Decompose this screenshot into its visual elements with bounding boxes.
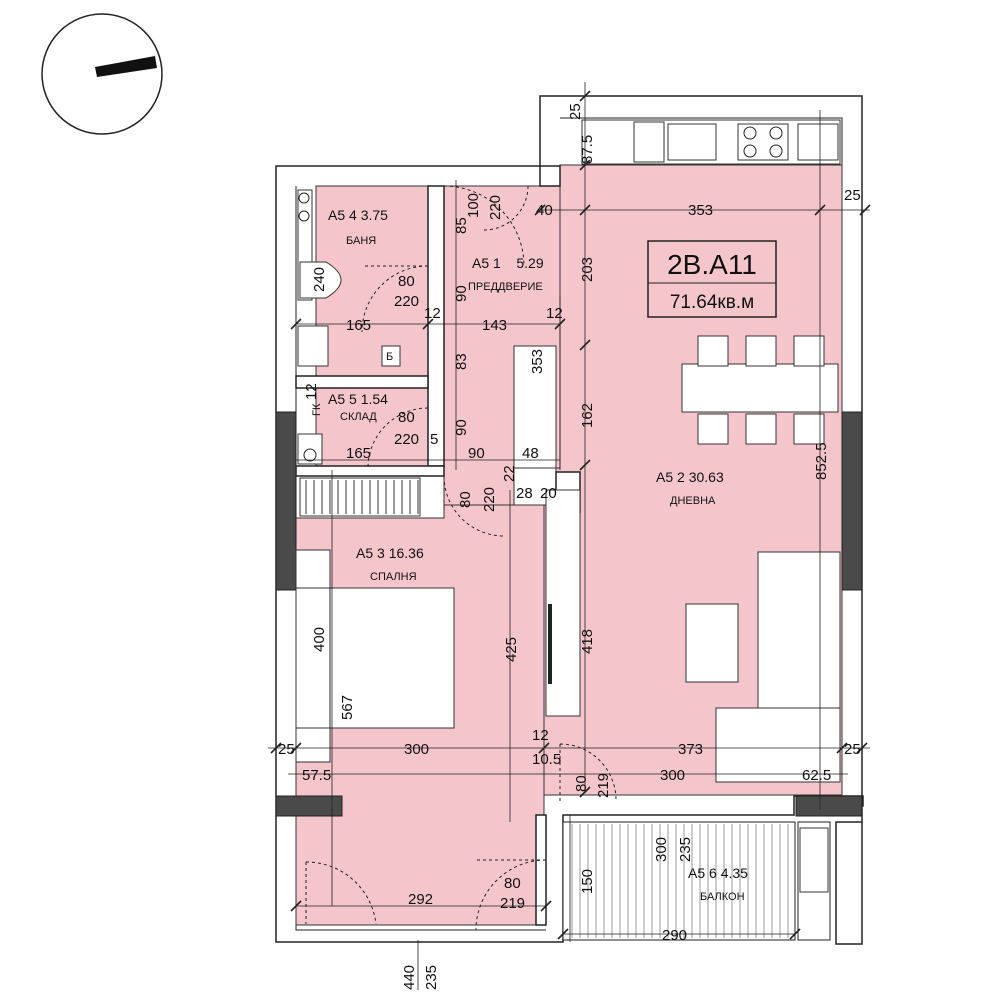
dim-text: 219 [500, 895, 525, 912]
dim-text: 220 [394, 431, 419, 448]
dim-text: 80 [504, 875, 521, 892]
dim-text: 20 [540, 485, 557, 502]
dim-text: 292 [408, 891, 433, 908]
room-label-storage: А5 5 1.54 [328, 391, 388, 407]
storage-area [315, 387, 429, 469]
wardrobe [299, 477, 421, 517]
dim-text: 12 [532, 727, 549, 744]
room-label-bedroom: А5 3 16.36 [356, 545, 424, 561]
bath-fixtures [297, 189, 401, 465]
dimension-texts-vertical: 25 87.5 100 220 85 203 240 90 83 353 162… [303, 103, 830, 990]
dim-text: 400 [311, 627, 328, 652]
north-arrow-icon [41, 13, 163, 135]
dimension-lines [268, 82, 871, 990]
room-label-balcony: А5 6 4.35 [688, 865, 748, 881]
dim-text: 22 [501, 465, 518, 482]
balcony-slats [571, 824, 789, 938]
balcony [562, 821, 831, 941]
dim-text: 300 [653, 837, 670, 862]
hall-wardrobe [513, 345, 557, 469]
dim-text: ГК [311, 403, 323, 416]
dim-text: 40 [536, 202, 553, 219]
dim-text: 12 [546, 305, 563, 322]
dim-text: 852.5 [813, 442, 830, 480]
room-name-bath: БАНЯ [346, 235, 376, 247]
sofa [685, 551, 841, 783]
dim-text: 12 [424, 305, 441, 322]
dim-text: 219 [595, 773, 612, 798]
room-labels: А5 4 3.75 БАНЯ А5 1 5.29 ПРЕДДВЕРИЕ А5 5… [328, 207, 748, 903]
dim-text: 28 [516, 485, 533, 502]
room-name-storage: СКЛАД [340, 411, 377, 423]
dim-text: 353 [688, 202, 713, 219]
dimension-texts: 40 353 25 80 220 165 12 143 12 80 220 5 … [278, 187, 861, 944]
dim-text: 25 [844, 741, 861, 758]
room-label-hall: А5 1 5.29 [472, 255, 544, 271]
dim-text: 57.5 [302, 767, 331, 784]
dim-text: 83 [453, 353, 470, 370]
door-swings [305, 185, 617, 931]
room-label-bath: А5 4 3.75 [328, 207, 388, 223]
dim-text: 220 [487, 195, 504, 220]
room-name-living: ДНЕВНА [670, 495, 716, 507]
dim-text: 80 [398, 409, 415, 426]
dim-text: 25 [844, 187, 861, 204]
dim-text: 87.5 [579, 135, 596, 164]
kitchen-counter [581, 119, 841, 165]
dim-text: 143 [482, 317, 507, 334]
dim-text: 567 [339, 695, 356, 720]
room-label-living: А5 2 30.63 [656, 469, 724, 485]
dim-text: 90 [453, 285, 470, 302]
interior-walls [275, 165, 863, 926]
dim-text: 220 [481, 487, 498, 512]
dim-text: 165 [346, 317, 371, 334]
dim-text: 80 [457, 491, 474, 508]
dim-text: 85 [453, 217, 470, 234]
dim-text: 5 [430, 431, 438, 448]
dim-text: 162 [579, 403, 596, 428]
dim-text: 90 [453, 419, 470, 436]
tv-unit [545, 489, 581, 717]
dim-text: 10.5 [532, 751, 561, 768]
dim-text: 80 [573, 775, 590, 792]
dim-text: 240 [311, 267, 328, 292]
dim-text: 62.5 [802, 767, 831, 784]
dim-text: 203 [579, 257, 596, 282]
dim-text: 235 [423, 965, 440, 990]
dim-text: 25 [567, 103, 584, 120]
dim-text: 373 [678, 741, 703, 758]
dim-text: 150 [579, 869, 596, 894]
dim-text: 165 [346, 445, 371, 462]
dim-text: 90 [468, 445, 485, 462]
dim-text: 440 [401, 965, 418, 990]
room-name-balcony: БАЛКОН [700, 891, 745, 903]
dim-text: 425 [503, 637, 520, 662]
unit-code: 2B.A11 [667, 249, 757, 280]
dining-table [681, 335, 839, 445]
dim-text: 290 [662, 927, 687, 944]
dim-text: 418 [579, 629, 596, 654]
unit-area: 71.64кв.м [670, 292, 754, 313]
dim-text: 300 [660, 767, 685, 784]
dim-text: 80 [398, 273, 415, 290]
dim-text: 25 [278, 741, 295, 758]
dim-text: 220 [394, 293, 419, 310]
room-name-hall: ПРЕДДВЕРИЕ [468, 281, 543, 293]
unit-badge: 2B.A11 71.64кв.м [647, 240, 777, 318]
dim-text: 300 [404, 741, 429, 758]
dim-text: 12 [303, 383, 320, 400]
dim-text: Б [386, 351, 393, 363]
room-name-bedroom: СПАЛНЯ [370, 571, 417, 583]
dim-text: 100 [465, 193, 482, 218]
dim-text: 353 [529, 349, 546, 374]
dim-text: 48 [522, 445, 539, 462]
bed [295, 549, 455, 763]
dim-text: 235 [677, 837, 694, 862]
